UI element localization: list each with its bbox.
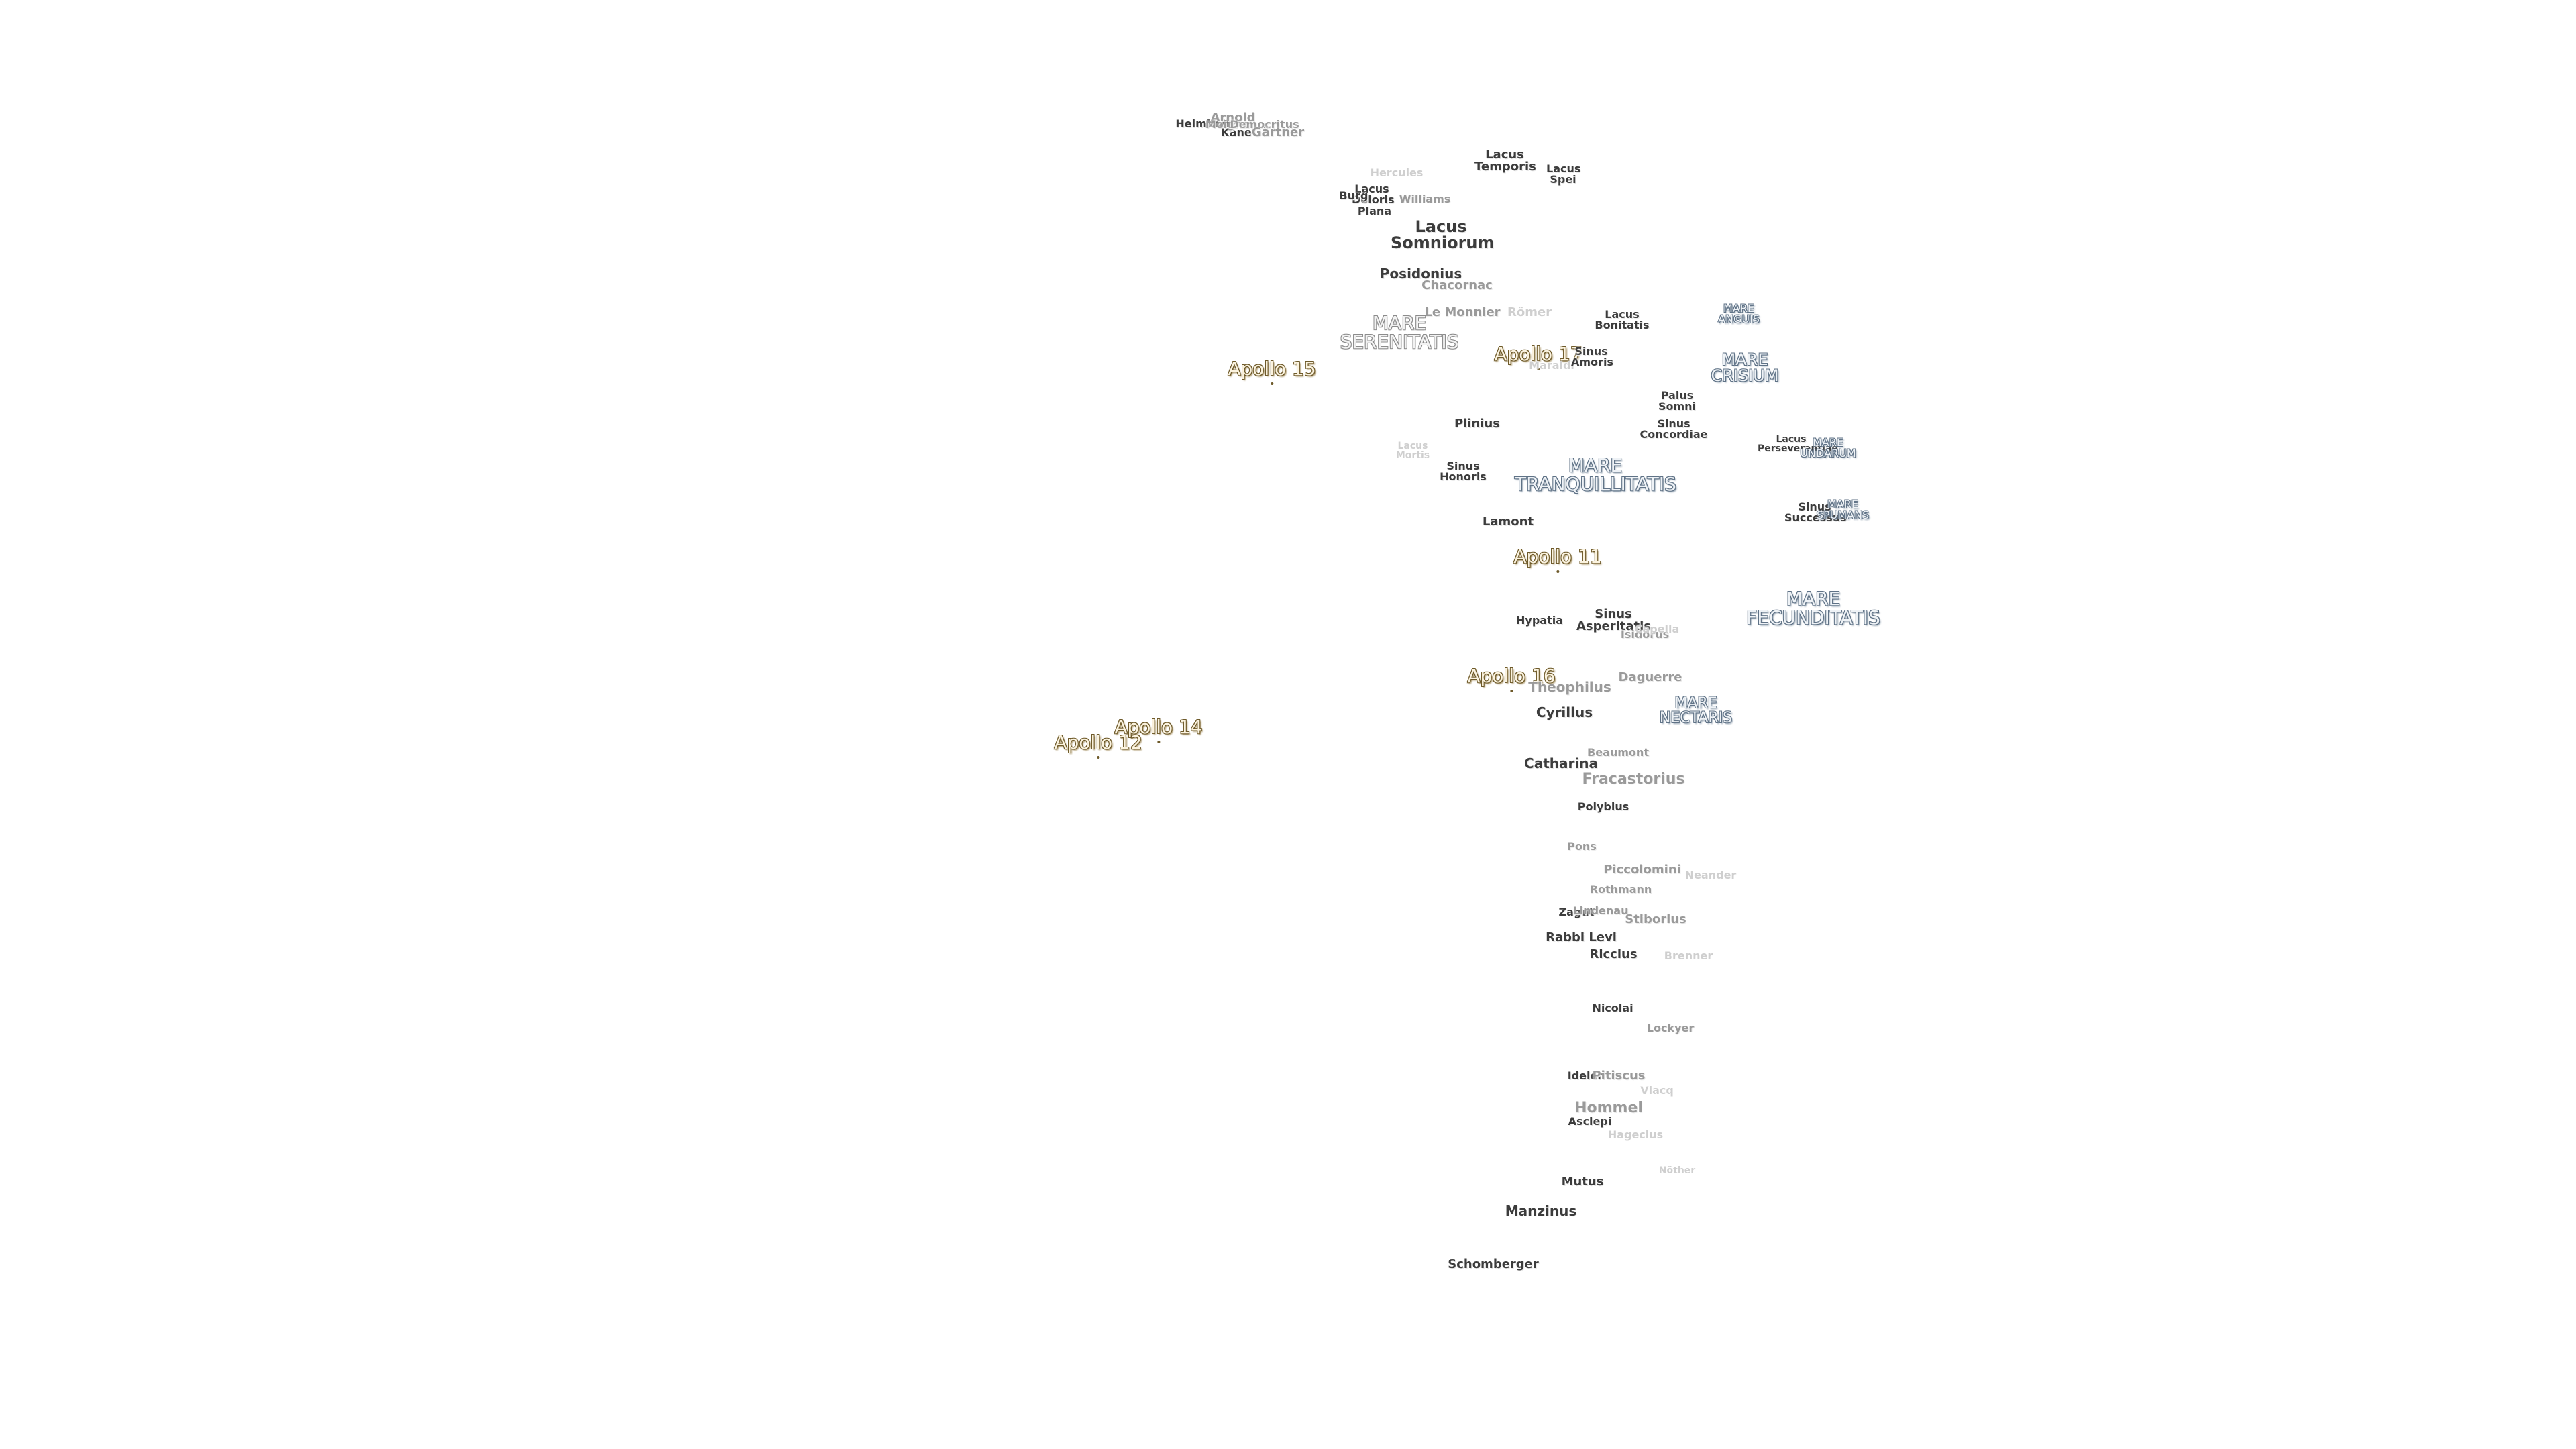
landing-site-marker <box>1097 756 1099 759</box>
mare-label: MARE SPUMANS <box>1816 498 1870 521</box>
feature-label: Polybius <box>1577 800 1629 813</box>
feature-label: Schomberger <box>1448 1257 1539 1271</box>
feature-label: Sinus Successus <box>1784 500 1847 524</box>
feature-label: Palus Somni <box>1658 389 1697 413</box>
landing-site-marker <box>1157 741 1160 743</box>
feature-label: Lacus Somniorum <box>1391 217 1495 252</box>
feature-label: Lacus Bonitatis <box>1595 308 1650 331</box>
feature-label: Neander <box>1684 869 1737 881</box>
feature-label: Le Monnier <box>1424 305 1501 319</box>
mare-label: MARE NECTARIS <box>1659 695 1733 727</box>
feature-label: Sinus Amoris <box>1571 345 1613 368</box>
feature-label: Cyrillus <box>1536 704 1593 720</box>
feature-label: Mutus <box>1561 1175 1604 1189</box>
feature-label: Hypatia <box>1516 614 1563 627</box>
mare-label: MARE CRISIUM <box>1711 350 1779 385</box>
feature-label: Lacus Spei <box>1546 162 1581 186</box>
feature-label: Kane <box>1221 126 1252 139</box>
feature-label: Helmholtz <box>1175 117 1237 130</box>
feature-label: Brenner <box>1664 949 1713 962</box>
feature-label: Plinius <box>1454 417 1501 431</box>
feature-label: Burg <box>1339 189 1368 202</box>
landing-site-marker <box>1556 570 1559 573</box>
feature-label: Sinus Concordiae <box>1640 417 1708 441</box>
feature-label: Daguerre <box>1618 670 1682 684</box>
apollo-site-label: Apollo 16 <box>1467 667 1556 692</box>
mare-label: MARE UNDARUM <box>1800 436 1856 460</box>
feature-label: Asclepi <box>1568 1115 1612 1128</box>
apollo-site-label: Apollo 15 <box>1228 360 1316 385</box>
feature-label: Plana <box>1357 205 1392 217</box>
feature-label: Chacornac <box>1421 278 1493 292</box>
feature-label: Piccolomini <box>1603 863 1681 877</box>
feature-label: Lacus Perseverantiae <box>1758 434 1838 454</box>
feature-label: Sinus Honoris <box>1440 460 1487 483</box>
mare-label: MARE ANGUIS <box>1718 302 1760 325</box>
feature-label: Lamont <box>1482 515 1534 529</box>
landing-site-marker <box>1271 382 1273 385</box>
feature-label: Zagut <box>1558 906 1595 918</box>
feature-label: Nicolai <box>1592 1002 1633 1014</box>
feature-label: Ideler <box>1567 1069 1603 1082</box>
feature-label: Williams <box>1399 193 1451 205</box>
feature-label: Manzinus <box>1505 1203 1577 1219</box>
feature-label: Rabbi Levi <box>1546 930 1617 945</box>
landing-site-marker <box>1537 368 1540 370</box>
feature-label: Gärtner <box>1251 125 1305 140</box>
feature-label: Theophilus <box>1528 679 1611 695</box>
apollo-site-label: Apollo 17 <box>1494 345 1582 370</box>
feature-label: Arnold <box>1210 111 1256 125</box>
feature-label: Lindenau <box>1572 904 1629 917</box>
feature-label: Pitiscus <box>1592 1069 1646 1083</box>
apollo-site-label: Apollo 11 <box>1513 547 1602 573</box>
feature-label: Vlacq <box>1640 1084 1674 1097</box>
feature-label: Nöther <box>1658 1165 1696 1176</box>
mare-label: MARE TRANQUILLITATIS <box>1515 454 1676 495</box>
mare-label: MARE SERENITATIS <box>1340 312 1459 353</box>
feature-label: Moigno <box>1205 118 1250 131</box>
feature-label: Lacus Mortis <box>1395 441 1430 461</box>
feature-label: Hommel <box>1574 1099 1643 1116</box>
mare-label: MARE FECUNDITATIS <box>1746 588 1880 629</box>
feature-label: Pons <box>1567 840 1597 853</box>
feature-label: Catharina <box>1524 755 1598 771</box>
feature-label: Capella <box>1634 623 1680 635</box>
apollo-site-label: Apollo 14 <box>1114 718 1203 743</box>
feature-label: Lockyer <box>1646 1022 1695 1034</box>
feature-label: Posidonius <box>1379 266 1462 282</box>
feature-label: Beaumont <box>1587 746 1649 759</box>
feature-label: Fracastorius <box>1582 771 1685 788</box>
feature-label: Stiborius <box>1625 912 1686 926</box>
feature-label: Römer <box>1507 305 1552 319</box>
feature-label: Lacus Doloris <box>1352 182 1395 206</box>
feature-label: Hercules <box>1370 166 1424 179</box>
feature-label: Isidorus <box>1620 628 1670 641</box>
apollo-site-label: Apollo 12 <box>1054 733 1142 759</box>
feature-label: Riccius <box>1589 947 1638 961</box>
feature-label: Lacus Temporis <box>1474 148 1536 174</box>
feature-label: Hagecius <box>1607 1128 1664 1141</box>
feature-label: Democritus <box>1230 118 1299 131</box>
feature-label: Maraldi <box>1529 359 1574 372</box>
feature-label: Rothmann <box>1589 883 1652 896</box>
landing-site-marker <box>1510 690 1513 692</box>
feature-label: Sinus Asperitatis <box>1576 607 1652 633</box>
